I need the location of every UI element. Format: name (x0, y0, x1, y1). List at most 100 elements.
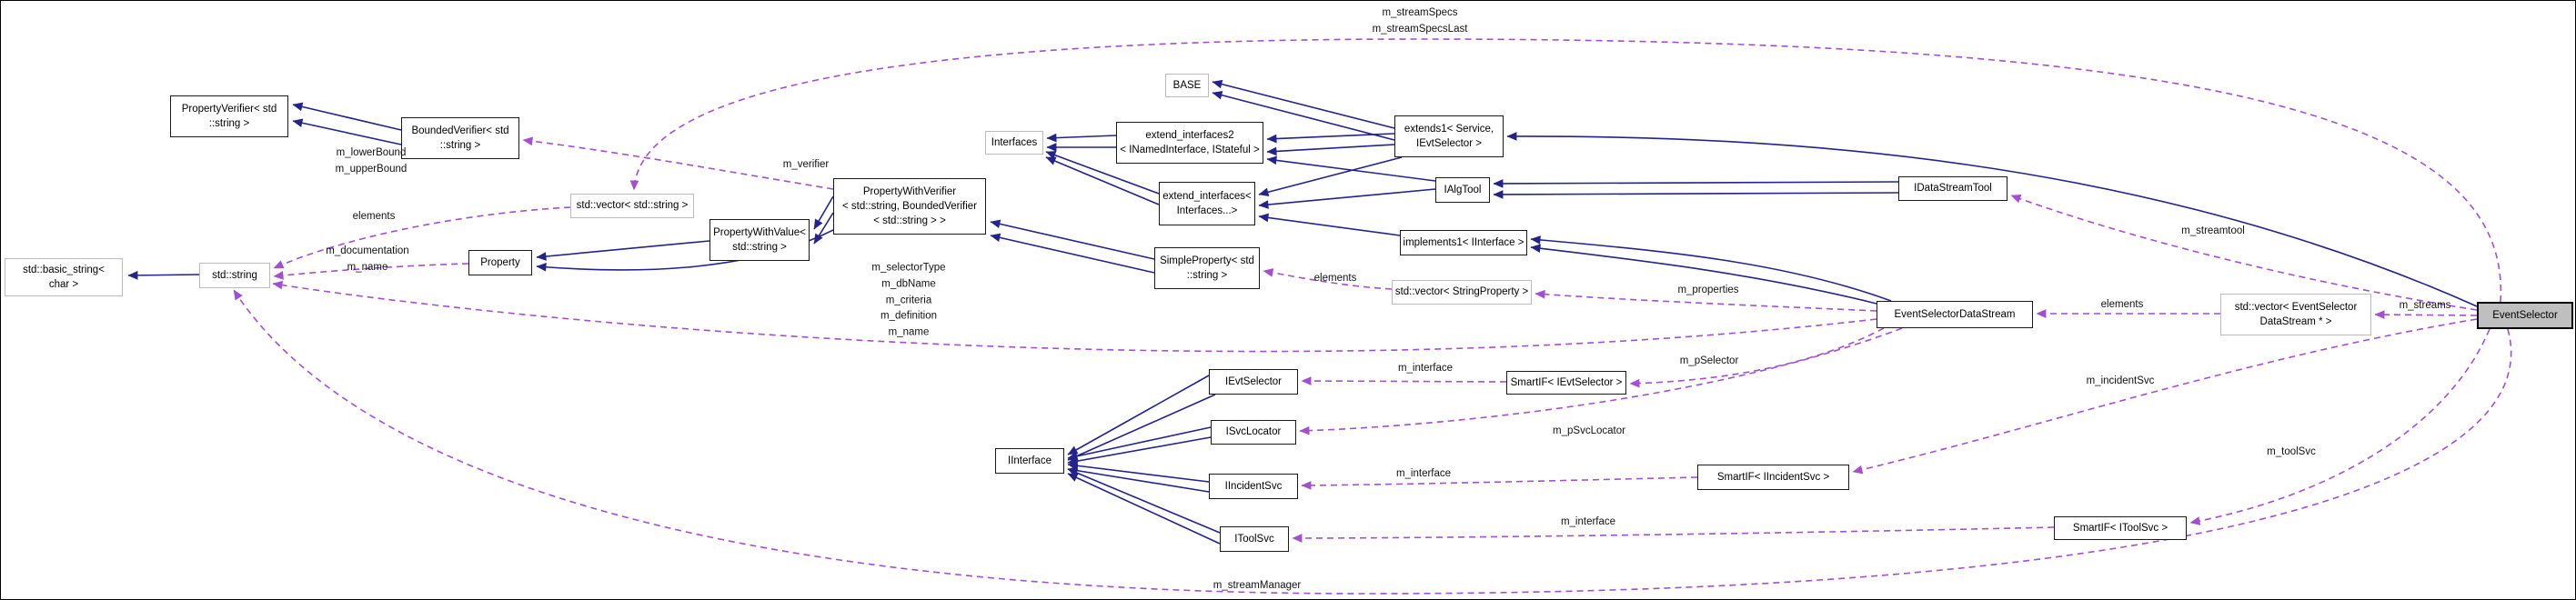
edge-itoolsvc-to-iinterface-a (1067, 468, 1221, 534)
edge-eventselector-to-smartif-itoolsvc (2189, 328, 2490, 525)
node-simple-property[interactable]: SimpleProperty< std::string > (1154, 247, 1260, 289)
node-label: IDataStreamTool (1914, 183, 1992, 195)
node-label: BoundedVerifier< std (411, 125, 509, 136)
edge-label-m-streamtool: m_streamtool (2181, 225, 2245, 237)
edge-label-m-interface-2: m_interface (1395, 468, 1452, 480)
node-label: IToolSvc (1234, 533, 1274, 545)
edge-vectorstringproperty-to-simpleproperty-elements (1263, 268, 1393, 290)
edge-extends1-to-base-a (1212, 79, 1395, 129)
node-label: std::basic_string< (23, 264, 105, 275)
node-label: SimpleProperty< std (1160, 255, 1254, 266)
node-label: char > (48, 279, 79, 290)
node-base[interactable]: BASE (1165, 74, 1209, 97)
edge-isvclocator-to-iinterface-a (1067, 426, 1212, 461)
node-smartif-itoolsvc[interactable]: SmartIF< IToolSvc > (2054, 516, 2187, 540)
node-label: Property (480, 256, 520, 268)
node-std-basic-string[interactable]: std::basic_string<char > (5, 258, 123, 296)
edge-label-m-toolsvc: m_toolSvc (2267, 446, 2316, 458)
node-std-string[interactable]: std::string (199, 263, 270, 288)
node-label: extends1< Service, (1404, 123, 1494, 135)
node-label: SmartIF< IEvtSelector > (1510, 376, 1623, 388)
edge-ievtselector-to-iinterface-a (1067, 375, 1210, 455)
node-label: < std::string, BoundedVerifier (842, 200, 977, 212)
edge-simpleproperty-to-propertywithverifier-b (990, 233, 1155, 274)
node-label: std::vector< EventSelector (2234, 301, 2358, 313)
edge-label-m-pselector: m_pSelector (1679, 355, 1739, 367)
edge-itoolsvc-to-iinterface-b (1067, 473, 1221, 545)
node-label: PropertyWithVerifier (862, 185, 957, 197)
node-isvclocator[interactable]: ISvcLocator (1211, 420, 1296, 445)
node-eventselectordatastream[interactable]: EventSelectorDataStream (1877, 301, 2033, 328)
edge-simpleproperty-to-propertywithverifier-a (990, 219, 1155, 260)
edge-iincidentsvc-to-iinterface-a (1067, 461, 1210, 483)
edge-implements1-to-extendinterfaces (1258, 213, 1401, 236)
edge-eventselector-to-vectorstring-streamspecs (629, 38, 2502, 303)
edge-propertywithvalue-to-property (536, 240, 710, 261)
edge-property-to-string-doc-name (273, 263, 469, 280)
edge-propertywithverifier-to-propertywithvalue-b (813, 212, 834, 245)
node-interfaces[interactable]: Interfaces (985, 131, 1043, 155)
edge-label-m-properties: m_properties (1677, 285, 1739, 296)
edge-label-m-interface-1: m_interface (1397, 363, 1454, 375)
node-bounded-verifier[interactable]: BoundedVerifier< std::string > (401, 117, 519, 159)
node-implements1[interactable]: implements1< IInterface > (1400, 230, 1527, 255)
node-label: ::string > (208, 118, 250, 129)
node-label: PropertyWithValue< (713, 226, 806, 238)
edge-label-m-incidentsvc: m_incidentSvc (2086, 375, 2155, 387)
node-label: IEvtSelector > (1416, 138, 1482, 149)
edge-iincidentsvc-to-iinterface-b (1067, 465, 1210, 493)
edge-smartif-itoolsvc-to-itoolsvc-interface (1292, 526, 2055, 543)
node-extend-interfaces2[interactable]: extend_interfaces2< INamedInterface, ISt… (1116, 122, 1263, 164)
node-label: IInterface (1008, 455, 1052, 466)
node-label: implements1< IInterface > (1403, 236, 1524, 248)
edge-extendinterfaces-to-interfaces-b (1045, 156, 1160, 205)
node-ievtselector[interactable]: IEvtSelector (1209, 369, 1298, 395)
node-label: SmartIF< IToolSvc > (2072, 522, 2168, 534)
node-label: Interfaces (991, 136, 1038, 148)
edge-isvclocator-to-iinterface-b (1067, 436, 1212, 465)
node-label: EventSelector (2492, 309, 2558, 321)
edge-label-m-interface-3: m_interface (1560, 516, 1616, 528)
edge-label-elements-2: elements (1313, 273, 1357, 285)
node-smartif-ievtselector[interactable]: SmartIF< IEvtSelector > (1506, 371, 1626, 395)
node-std-vector-stringproperty[interactable]: std::vector< StringProperty > (1392, 280, 1532, 305)
node-smartif-iincidentsvc[interactable]: SmartIF< IIncidentSvc > (1697, 465, 1849, 490)
edge-label-elements-1: elements (352, 211, 396, 223)
edge-bounded-to-propertyverifier-a (292, 102, 402, 131)
node-property-with-verifier[interactable]: PropertyWithVerifier< std::string, Bound… (833, 178, 986, 235)
edge-propertywithverifier-to-bounded-verifier (522, 136, 834, 190)
node-label: extend_interfaces2 (1145, 129, 1234, 141)
node-label: std::string (212, 269, 257, 281)
node-property[interactable]: Property (468, 250, 532, 275)
node-extends1[interactable]: extends1< Service, IEvtSelector > (1394, 115, 1504, 157)
edge-idatastreamtool-to-ialgtool-b (1493, 190, 1899, 199)
edge-label-elements-3: elements (2100, 299, 2144, 311)
node-idatastreamtool[interactable]: IDataStreamTool (1898, 176, 2007, 201)
edge-eventselector-to-string-streammanager (233, 289, 2512, 595)
node-ialgtool[interactable]: IAlgTool (1435, 177, 1490, 203)
node-label: SmartIF< IIncidentSvc > (1716, 471, 1830, 483)
node-eventselector[interactable]: EventSelector (2477, 302, 2573, 329)
node-label: EventSelectorDataStream (1894, 308, 2016, 320)
node-property-verifier[interactable]: PropertyVerifier< std::string > (170, 95, 288, 137)
node-iincidentsvc[interactable]: IIncidentSvc (1209, 474, 1298, 499)
edge-extendinterfaces-to-interfaces-a (1045, 151, 1160, 195)
node-label: extend_interfaces< (1162, 190, 1252, 202)
edge-esds-to-implements1-a (1530, 244, 1877, 305)
node-iinterface[interactable]: IInterface (995, 448, 1064, 474)
node-itoolsvc[interactable]: IToolSvc (1220, 526, 1289, 552)
node-std-vector-string[interactable]: std::vector< std::string > (570, 194, 694, 218)
node-label: IAlgTool (1444, 184, 1482, 195)
edge-ievtselector-to-iinterface-b (1067, 394, 1216, 461)
edge-bounded-to-propertyverifier-b (292, 118, 402, 145)
node-property-with-value[interactable]: PropertyWithValue<std::string > (709, 219, 810, 261)
node-label: std::string > (732, 242, 787, 253)
edge-propertywithverifier-to-propertywithvalue-a (813, 195, 834, 230)
node-extend-interfaces[interactable]: extend_interfaces<Interfaces...> (1159, 182, 1255, 225)
